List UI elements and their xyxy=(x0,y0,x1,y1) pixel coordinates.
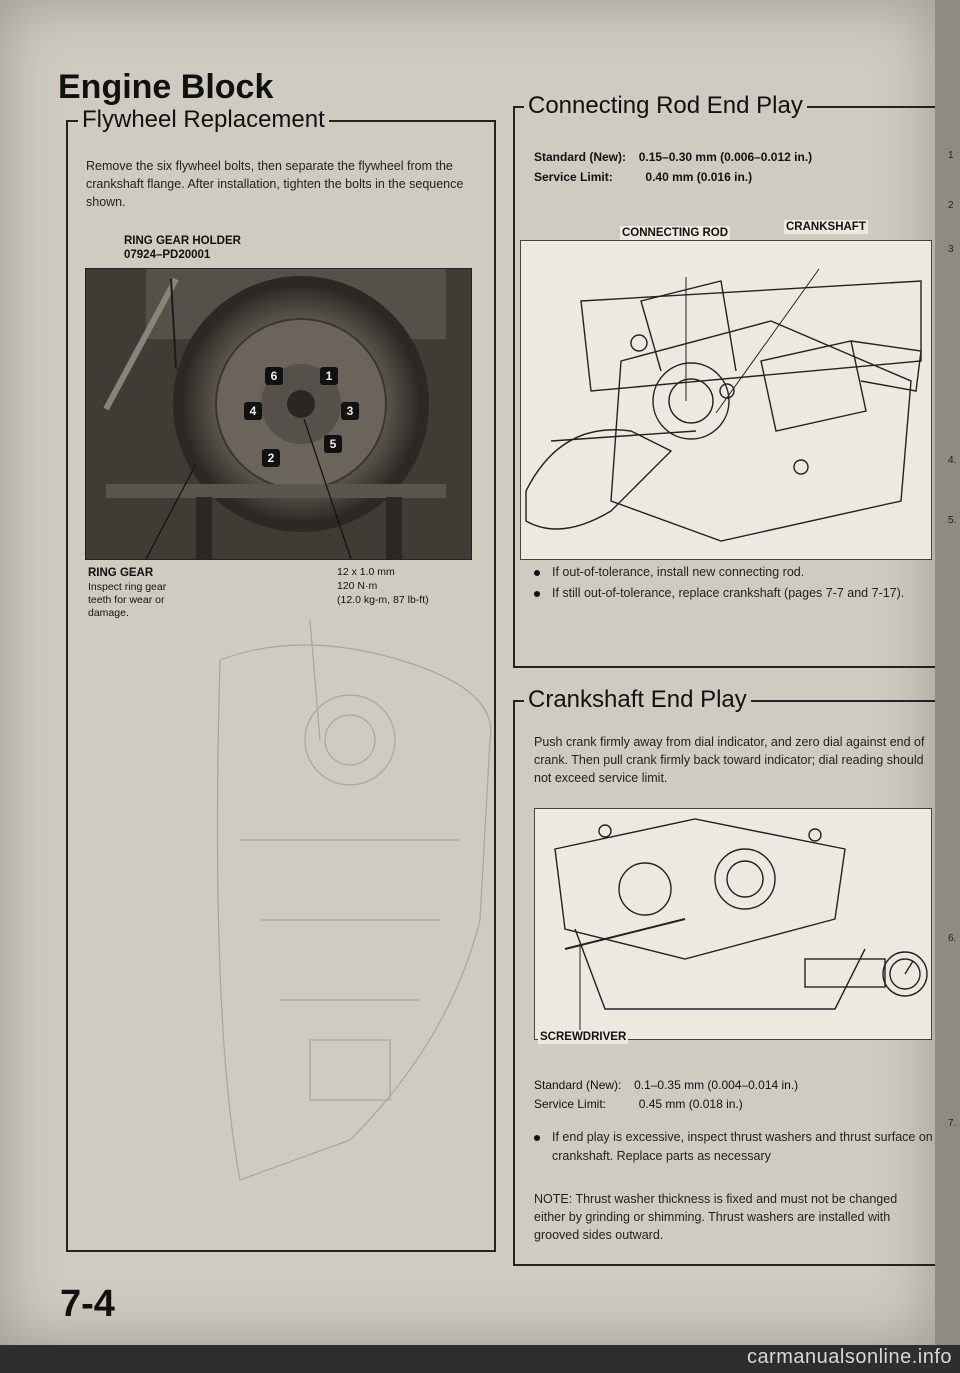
page-number: 7-4 xyxy=(60,1283,115,1325)
crankshaft-standard-label: Standard (New): xyxy=(534,1078,622,1092)
connecting-rod-standard-value: 0.15–0.30 mm (0.006–0.012 in.) xyxy=(638,150,813,164)
side-number: 1 xyxy=(948,150,954,161)
connecting-rod-bullet-2: If still out-of-tolerance, replace crank… xyxy=(534,584,935,603)
bolt-number-2: 2 xyxy=(262,449,280,467)
bullet-dot xyxy=(534,1134,540,1141)
connecting-rod-label: CONNECTING ROD xyxy=(620,226,731,240)
side-number: 5. xyxy=(948,515,957,526)
bullet-text: If end play is excessive, inspect thrust… xyxy=(552,1130,933,1163)
page-title: Engine Block xyxy=(58,68,274,106)
crankshaft-standard-value: 0.1–0.35 mm (0.004–0.014 in.) xyxy=(634,1078,799,1092)
bolt-number-5: 5 xyxy=(324,435,342,453)
next-page-edge xyxy=(935,0,960,1345)
watermark: carmanualsonline.info xyxy=(746,1346,952,1368)
connecting-rod-limit-value: 0.40 mm (0.016 in.) xyxy=(645,170,753,184)
flywheel-photo-art xyxy=(86,269,471,559)
bolt-size: 12 x 1.0 mm xyxy=(337,566,395,578)
connecting-rod-limit-label: Service Limit: xyxy=(534,170,613,184)
side-number: 2 xyxy=(948,200,954,211)
bolt-number-6: 6 xyxy=(265,367,283,385)
crankshaft-label: CRANKSHAFT xyxy=(784,220,868,234)
ring-gear-holder-number: 07924–PD20001 xyxy=(124,249,211,261)
bolt-number-1: 1 xyxy=(320,367,338,385)
side-number: 7. xyxy=(948,1118,957,1129)
next-page-numbers: 1 2 3 4. 5. 6. 7. xyxy=(948,0,960,1345)
crankshaft-standard: Standard (New): 0.1–0.35 mm (0.004–0.014… xyxy=(534,1078,798,1092)
ring-gear-note: Inspect ring gear teeth for wear or dama… xyxy=(88,581,167,619)
crankshaft-drawing xyxy=(534,808,932,1040)
bullet-dot xyxy=(534,590,540,597)
bolt-number-4: 4 xyxy=(244,402,262,420)
side-number: 6. xyxy=(948,933,957,944)
connecting-rod-drawing xyxy=(520,240,932,560)
crankshaft-limit-value: 0.45 mm (0.018 in.) xyxy=(638,1097,743,1111)
connecting-rod-drawing-art xyxy=(525,268,922,542)
crankshaft-instructions: Push crank firmly away from dial indicat… xyxy=(534,735,925,785)
side-number: 4. xyxy=(948,455,957,466)
bullet-text: If still out-of-tolerance, replace crank… xyxy=(552,586,905,600)
ring-gear-holder-label: RING GEAR HOLDER xyxy=(124,235,241,247)
flywheel-section-title: Flywheel Replacement xyxy=(78,106,329,134)
connecting-rod-bullet-1: If out-of-tolerance, install new connect… xyxy=(534,563,926,582)
crankshaft-limit: Service Limit: 0.45 mm (0.018 in.) xyxy=(534,1097,743,1111)
crankshaft-section-title: Crankshaft End Play xyxy=(524,686,751,714)
side-number: 3 xyxy=(948,244,954,255)
crankshaft-drawing-art xyxy=(554,818,928,1034)
screwdriver-label: SCREWDRIVER xyxy=(538,1030,629,1044)
connecting-rod-standard-label: Standard (New): xyxy=(534,150,627,164)
manual-page: Engine Block Flywheel Replacement Remove… xyxy=(0,0,935,1345)
bullet-text: If out-of-tolerance, install new connect… xyxy=(552,565,805,579)
flywheel-instructions: Remove the six flywheel bolts, then sepa… xyxy=(86,159,464,209)
connecting-rod-section-title: Connecting Rod End Play xyxy=(524,92,807,120)
bolt-torque-alt: (12.0 kg-m, 87 lb-ft) xyxy=(337,594,429,606)
background-engine-drawing xyxy=(216,620,492,1181)
connecting-rod-standard: Standard (New): 0.15–0.30 mm (0.006–0.01… xyxy=(534,150,812,164)
bolt-torque: 120 N·m xyxy=(337,580,378,592)
crankshaft-bullet: If end play is excessive, inspect thrust… xyxy=(534,1128,935,1166)
flywheel-photo: 6 1 4 3 2 5 xyxy=(85,268,472,560)
bolt-number-3: 3 xyxy=(341,402,359,420)
bullet-dot xyxy=(534,569,540,576)
crankshaft-limit-label: Service Limit: xyxy=(534,1097,607,1111)
ring-gear-label: RING GEAR xyxy=(88,567,154,579)
crankshaft-note: NOTE: Thrust washer thickness is fixed a… xyxy=(534,1192,898,1242)
connecting-rod-limit: Service Limit: 0.40 mm (0.016 in.) xyxy=(534,170,752,184)
bottom-edge xyxy=(0,1345,960,1373)
